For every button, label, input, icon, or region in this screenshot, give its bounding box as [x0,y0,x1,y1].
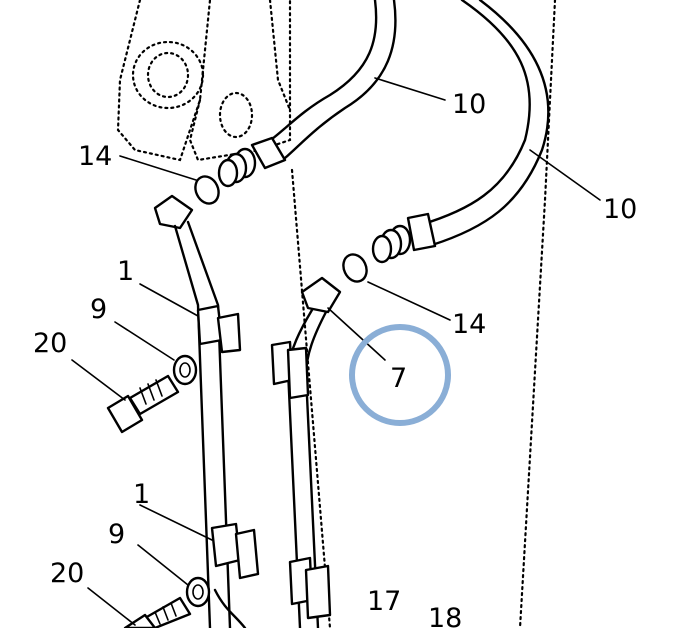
label-hose-right: 10 [603,194,637,225]
label-clamp-upper: 1 [117,256,134,287]
label-o-ring-right: 14 [452,309,486,340]
label-hose-upper: 10 [452,89,486,120]
label-clamp-lower: 1 [133,479,150,510]
bolt-lower [123,596,192,628]
washer-upper [172,354,198,386]
label-washer-lower: 9 [108,519,125,550]
hose-right [371,0,550,264]
tube-left [153,194,260,628]
label-o-ring-left: 14 [78,141,112,172]
highlight-callout[interactable]: 7 [349,324,451,426]
label-bolt-lower: 20 [50,558,84,589]
label-washer-upper: 9 [90,294,107,325]
label-bolt-upper: 20 [33,328,67,359]
o-ring-left [194,175,220,205]
label-bottom-b: 18 [428,603,462,628]
tube-right [270,276,342,628]
highlight-circle[interactable] [349,324,451,426]
bolt-upper [106,374,180,434]
leader-lines [71,77,601,626]
label-tube-right: 7 [390,363,407,394]
label-bottom-a: 17 [367,586,401,617]
o-ring-right [342,253,368,283]
hose-upper [217,0,397,188]
washer-lower [185,576,211,608]
boom-outline [116,0,557,628]
